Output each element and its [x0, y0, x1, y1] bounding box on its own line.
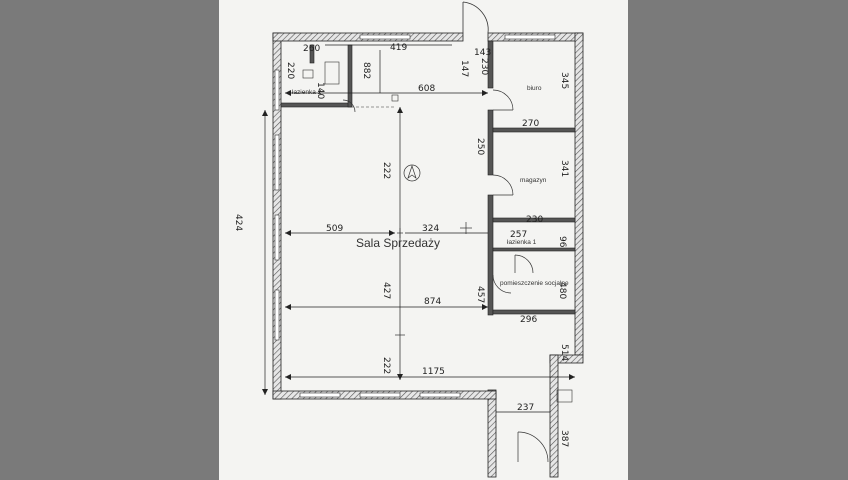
entry-door-top: [462, 1, 489, 34]
dim-257: 257: [510, 230, 527, 240]
dim-427: 427: [381, 282, 391, 299]
dimension-lines: [264, 44, 575, 413]
compass-icon: [403, 164, 421, 182]
dim-419: 419: [390, 43, 407, 53]
dim-296: 296: [520, 315, 537, 325]
dim-387: 387: [559, 430, 569, 447]
left-windows: [274, 69, 280, 341]
dim-222-top: 222: [381, 162, 391, 179]
dim-96: 96: [557, 236, 567, 248]
door-swings: [342, 89, 549, 463]
dimension-arrows: [262, 90, 575, 395]
dim-324: 324: [422, 224, 439, 234]
dim-220: 220: [285, 62, 295, 79]
dim-270: 270: [522, 119, 539, 129]
lazienka2-fixtures: [302, 61, 340, 85]
dim-140: 140: [315, 82, 325, 99]
dim-341: 341: [559, 160, 569, 177]
dim-345: 345: [559, 72, 569, 89]
room-label-magazyn: magazyn: [520, 177, 547, 184]
dim-250: 250: [475, 138, 485, 155]
room-label-sala-sprzedazy: Sala Sprzedaży: [356, 236, 440, 250]
floor-plan-sheet: Sala Sprzedaży biuro magazyn łazienka 1 …: [219, 0, 628, 480]
dim-424: 424: [233, 214, 243, 231]
room-label-biuro: biuro: [527, 85, 542, 92]
dim-260: 260: [303, 44, 320, 54]
dim-230: 230: [479, 58, 489, 75]
bottom-windows: [299, 392, 461, 398]
dim-1175: 1175: [422, 367, 445, 377]
dim-457: 457: [475, 286, 485, 303]
inner-walls: [280, 40, 576, 316]
dim-147: 147: [459, 60, 469, 77]
dim-509: 509: [326, 224, 343, 234]
room-label-lazienka-1: łazienka 1: [507, 239, 537, 246]
dim-143: 143: [474, 48, 491, 58]
dim-222-bottom: 222: [381, 357, 391, 374]
floor-plan-drawing: Sala Sprzedaży biuro magazyn łazienka 1 …: [233, 1, 584, 478]
dim-882: 882: [361, 62, 371, 79]
dim-874: 874: [424, 297, 441, 307]
column-crosses: [395, 222, 472, 336]
dim-514: 514: [559, 344, 569, 361]
room-label-lazienka-2: łazienka 2: [292, 89, 322, 96]
outer-walls: [272, 32, 584, 478]
dim-608: 608: [418, 84, 435, 94]
dim-230-lower: 230: [526, 215, 543, 225]
dim-480: 480: [557, 282, 567, 299]
bottom-right-fixture: [556, 389, 573, 403]
top-windows: [359, 34, 556, 40]
column-marker: [391, 94, 399, 102]
dim-237: 237: [517, 403, 534, 413]
room-label-pomieszczenie-socjalne: pomieszczenie socjalne: [500, 280, 569, 287]
